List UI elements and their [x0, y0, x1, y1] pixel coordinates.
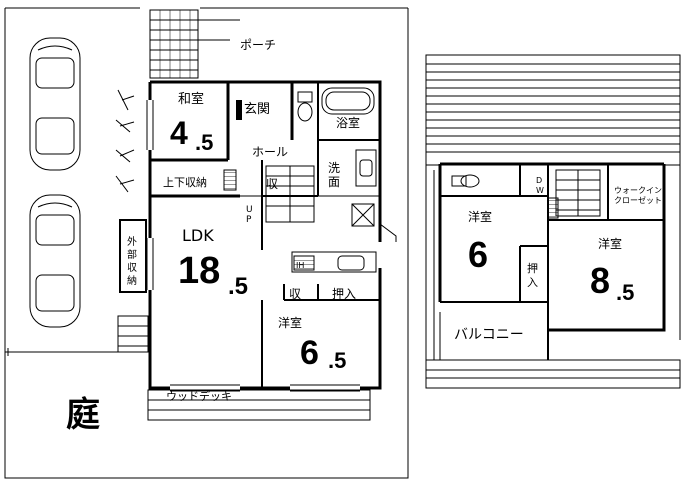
washitsu-size: 4	[170, 115, 188, 151]
gaibu-label-1: 外	[127, 236, 137, 248]
washitsu-label: 和室	[178, 91, 204, 107]
yoshitsu-b-label: 洋室	[598, 236, 622, 251]
dw-label-1: D	[536, 176, 542, 185]
walkin-label-1: ウォークイン	[614, 186, 662, 195]
ldk-size: 18	[178, 250, 220, 292]
wood-deck	[147, 389, 371, 421]
kitchen-counter	[291, 251, 377, 273]
closet-hatch	[547, 197, 559, 219]
dw-label-2: W	[536, 186, 544, 195]
yoshitsu-b-size: 8	[590, 260, 610, 301]
toilet-icon	[451, 174, 480, 188]
washitsu-size-frac: .5	[195, 130, 213, 155]
toilet-icon	[297, 91, 313, 122]
genkan-label: 玄関	[244, 102, 270, 117]
car-icon	[29, 37, 81, 171]
wood-deck-label: ウッドデッキ	[166, 389, 232, 403]
shuno-label: 上下収納	[163, 176, 207, 189]
gaibu-label-2: 部	[127, 248, 137, 261]
porch-steps	[149, 9, 240, 79]
up-label: U	[246, 205, 253, 215]
ground-floor-walls	[148, 80, 382, 390]
yoshitsu-label: 洋室	[278, 315, 302, 330]
windows	[146, 100, 397, 392]
upper-stair	[555, 169, 601, 217]
appliance-label: IH	[296, 261, 304, 270]
hall-label: ホール	[252, 145, 288, 159]
yoshitsu-size-frac: .5	[328, 348, 346, 373]
yoshitsu-a-size: 6	[468, 234, 488, 275]
oshiire-label: 押入	[332, 287, 356, 301]
oshiire-upper-2: 入	[527, 276, 538, 289]
washbasin-icon	[351, 149, 377, 227]
bath-label: 浴室	[336, 115, 360, 130]
gaibu-label-3: 収	[127, 262, 137, 274]
upper-floor-walls	[438, 162, 666, 361]
ldk-size-frac: .5	[228, 273, 248, 300]
shu2-label: 収	[289, 287, 301, 301]
gaibu-label-4: 納	[127, 274, 137, 287]
balcony-label: バルコニー	[454, 327, 524, 343]
yoshitsu-size: 6	[300, 334, 319, 372]
walkin-label-2: クローゼット	[614, 195, 662, 205]
site-boundary	[4, 7, 409, 479]
porch-label: ポーチ	[240, 38, 276, 52]
shu-label: 収	[266, 177, 278, 191]
garden-steps	[117, 315, 149, 353]
planting	[115, 89, 135, 193]
shoe-box	[236, 100, 242, 120]
bathtub-icon	[321, 87, 375, 115]
yoshitsu-b-size-frac: .5	[616, 280, 634, 305]
senmen-label-2: 面	[328, 175, 340, 189]
car-icon	[29, 194, 81, 328]
stair	[265, 165, 315, 223]
senmen-label-1: 洗	[328, 161, 340, 175]
garden-label: 庭	[66, 395, 100, 434]
closet-hatch	[223, 169, 237, 191]
external-storage	[119, 219, 147, 293]
up-label-2: P	[246, 215, 252, 225]
oshiire-upper-1: 押	[527, 261, 538, 275]
ldk-label: LDK	[182, 226, 214, 245]
yoshitsu-a-label: 洋室	[468, 209, 492, 224]
